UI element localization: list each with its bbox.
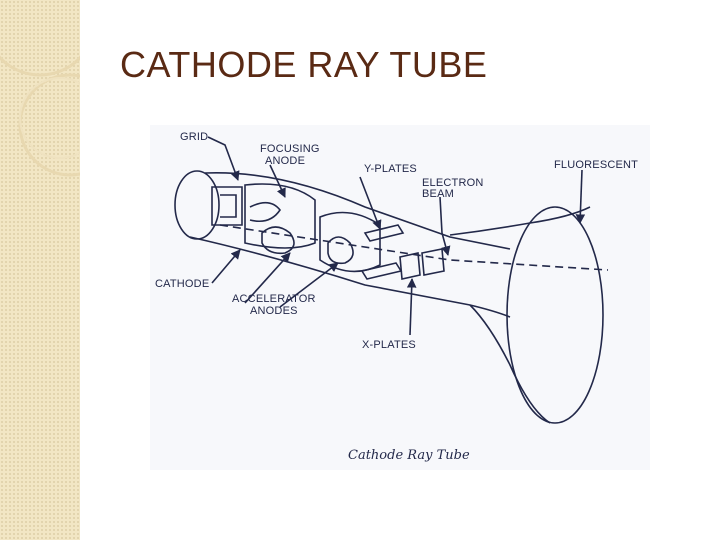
label-grid: GRID [180, 131, 209, 143]
tube-neck-end [174, 170, 220, 240]
x-plate-left [399, 252, 421, 280]
label-electron-beam-line2: BEAM [422, 188, 454, 200]
label-focusing-anode-line2: ANODE [265, 155, 306, 167]
label-focusing-anode-line1: FOCUSING [260, 143, 320, 155]
tube-neck-bottom [189, 236, 511, 318]
x-plate-right [421, 248, 445, 276]
label-accelerator-line1: ACCELERATOR [232, 293, 316, 305]
page-title: CATHODE RAY TUBE [120, 44, 488, 85]
label-electron-beam-line1: ELECTRON [422, 177, 484, 189]
fluorescent-screen [506, 206, 604, 424]
electron-beam [219, 224, 609, 271]
label-y-plates: Y-PLATES [364, 163, 417, 175]
cathode-block [211, 186, 243, 226]
tube-neck-top [204, 171, 511, 250]
accelerator-anode-1 [261, 226, 295, 255]
y-plate-top [363, 224, 405, 242]
label-x-plates: X-PLATES [362, 339, 416, 351]
crt-diagram: GRID FOCUSING ANODE Y-PLATES ELECTRON BE… [150, 125, 650, 470]
decorative-side-band [0, 0, 80, 540]
label-cathode: CATHODE [155, 278, 210, 290]
tube-funnel-bottom [469, 304, 551, 424]
y-plate-bottom [360, 262, 403, 280]
diagram-caption: Cathode Ray Tube [348, 448, 470, 463]
decorative-circles [0, 55, 80, 177]
crt-drawing [174, 136, 609, 424]
label-accelerator-line2: ANODES [250, 305, 298, 317]
label-fluorescent: FLUORESCENT [554, 159, 639, 171]
